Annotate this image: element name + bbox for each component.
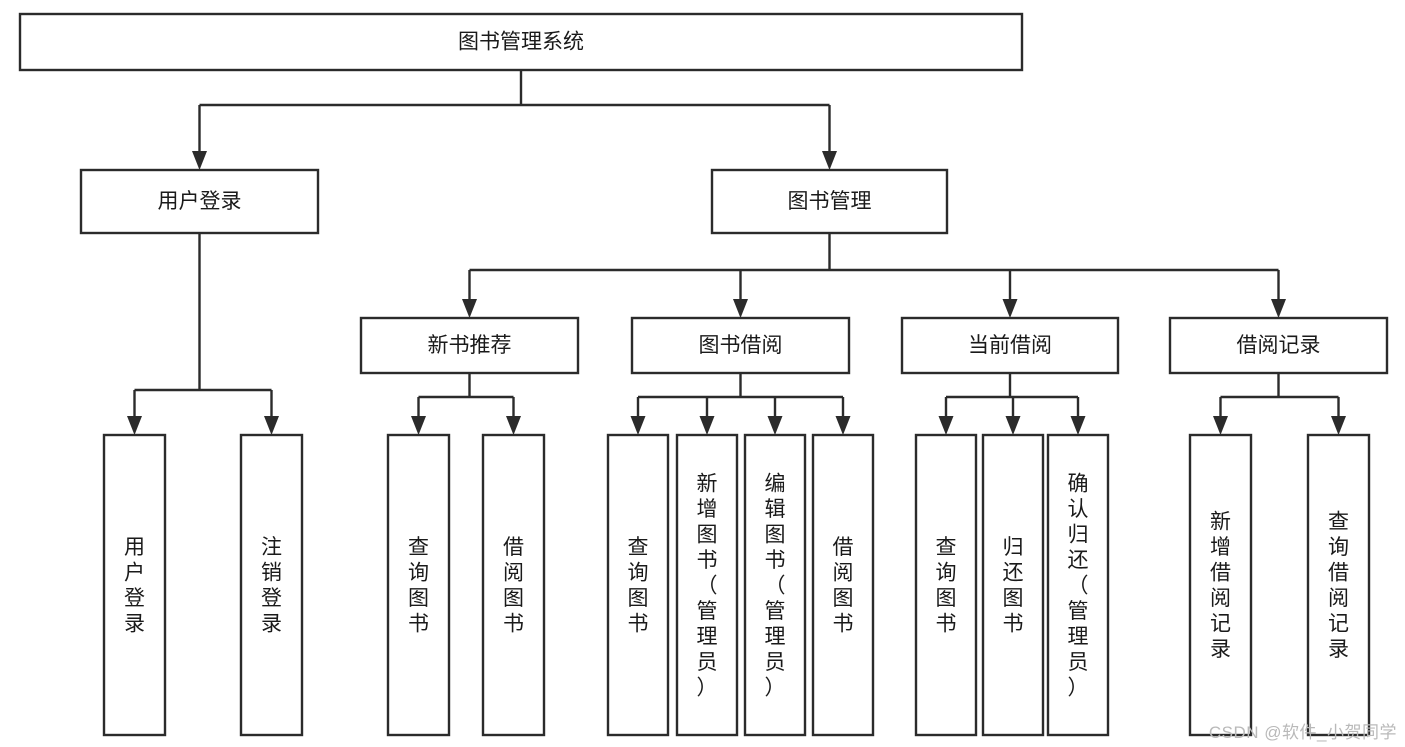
watermark-text: CSDN @软件_小贺同学 [1208,723,1397,742]
node-box[interactable] [1188,433,1253,737]
connector-group-current-borrow [938,373,1086,435]
node-box[interactable] [359,316,580,375]
node-box[interactable] [239,433,304,737]
node-box[interactable] [900,316,1120,375]
node-book-borrow[interactable]: 图书借阅 [630,316,851,375]
node-br-query-record[interactable]: 查询借阅记录 [1306,433,1371,737]
node-box[interactable] [18,12,1024,72]
node-box[interactable] [630,316,851,375]
node-new-book-rec[interactable]: 新书推荐 [359,316,580,375]
node-label: 查询借阅记录 [1328,511,1349,662]
node-label: 编辑图书（管理员） [765,472,786,699]
node-box[interactable] [79,168,320,235]
node-bb-edit-book[interactable]: 编辑图书（管理员） [743,433,807,737]
node-box[interactable] [1306,433,1371,737]
connector-group-book-manage [462,233,1286,318]
node-label: 借阅图书 [503,536,524,636]
node-label: 新增图书（管理员） [697,472,718,699]
node-root[interactable]: 图书管理系统 [18,12,1024,72]
node-label: 用户登录 [124,536,145,636]
node-leaf-user-logout[interactable]: 注销登录 [239,433,304,737]
connector-group-book-borrow [630,373,851,435]
node-current-borrow[interactable]: 当前借阅 [900,316,1120,375]
node-label: 图书管理系统 [458,31,584,54]
node-nb-borrow-book[interactable]: 借阅图书 [481,433,546,737]
node-user-login[interactable]: 用户登录 [79,168,320,235]
arrow-head [1002,299,1018,318]
node-br-add-record[interactable]: 新增借阅记录 [1188,433,1253,737]
arrow-head [822,151,837,170]
node-label: 借阅记录 [1237,334,1321,357]
node-cb-query-book[interactable]: 查询图书 [914,433,978,737]
node-label: 新增借阅记录 [1210,511,1231,662]
node-box[interactable] [710,168,949,235]
node-box[interactable] [606,433,670,737]
node-box[interactable] [811,433,875,737]
node-box[interactable] [743,433,807,737]
node-cb-return-book[interactable]: 归还图书 [981,433,1045,737]
arrow-head [1213,416,1228,435]
node-layer: 图书管理系统用户登录图书管理新书推荐图书借阅当前借阅借阅记录用户登录注销登录查询… [18,12,1389,737]
node-label: 查询图书 [408,536,429,636]
node-box[interactable] [981,433,1045,737]
connector-layer [127,70,1346,435]
node-box[interactable] [1168,316,1389,375]
arrow-head [192,151,207,170]
arrow-head [938,416,954,435]
node-nb-query-book[interactable]: 查询图书 [386,433,451,737]
arrow-head [733,299,748,318]
node-label: 查询图书 [936,536,957,636]
node-label: 归还图书 [1003,536,1024,636]
node-bb-add-book[interactable]: 新增图书（管理员） [675,433,739,737]
node-cb-confirm-return[interactable]: 确认归还（管理员） [1046,433,1110,737]
arrow-head [1070,416,1086,435]
connector-group-new-book-rec [411,373,521,435]
node-label: 查询图书 [628,536,649,636]
arrow-head [767,416,783,435]
node-bb-borrow-book[interactable]: 借阅图书 [811,433,875,737]
arrow-head [1271,299,1286,318]
node-box[interactable] [1046,433,1110,737]
connector-group-root [192,70,837,170]
node-borrow-record[interactable]: 借阅记录 [1168,316,1389,375]
node-book-manage[interactable]: 图书管理 [710,168,949,235]
arrow-head [1331,416,1346,435]
node-label: 当前借阅 [968,334,1052,357]
node-label: 图书借阅 [699,334,783,357]
connector-group-borrow-record [1213,373,1346,435]
node-label: 图书管理 [788,190,872,213]
arrow-head [630,416,646,435]
arrow-head [506,416,521,435]
arrow-head [264,416,279,435]
node-label: 注销登录 [261,536,282,636]
node-bb-query-book[interactable]: 查询图书 [606,433,670,737]
arrow-head [835,416,851,435]
arrow-head [462,299,477,318]
arrow-head [411,416,426,435]
arrow-head [699,416,715,435]
node-label: 用户登录 [158,190,242,213]
arrow-head [1005,416,1021,435]
node-box[interactable] [102,433,167,737]
node-box[interactable] [914,433,978,737]
connector-group-user-login [127,233,279,435]
node-label: 借阅图书 [833,536,854,636]
node-leaf-user-login[interactable]: 用户登录 [102,433,167,737]
arrow-head [127,416,142,435]
node-box[interactable] [386,433,451,737]
node-label: 确认归还（管理员） [1068,472,1089,699]
node-box[interactable] [481,433,546,737]
node-box[interactable] [675,433,739,737]
node-label: 新书推荐 [428,334,512,357]
